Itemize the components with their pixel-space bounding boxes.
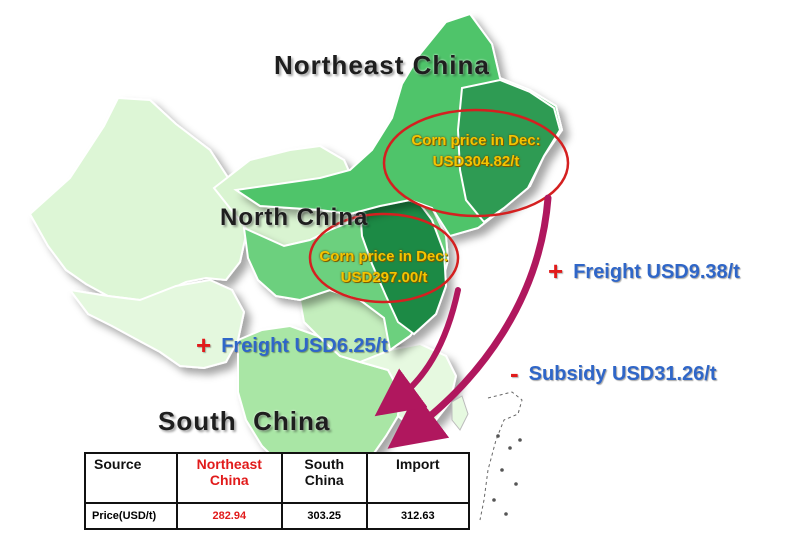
region-label-north: North China — [220, 204, 369, 231]
table-row-label: Price(USD/t) — [84, 502, 178, 530]
minus-sign: - — [510, 358, 519, 388]
table-row: Price(USD/t) 282.94 303.25 312.63 — [84, 502, 471, 530]
northeast-price-line2: USD304.82/t — [432, 153, 520, 170]
freight-north-text: Freight USD6.25/t — [221, 335, 388, 357]
subsidy-text: Subsidy USD31.26/t — [528, 363, 717, 385]
table-cell-northeast: 282.94 — [175, 502, 283, 530]
north-price-ellipse — [308, 212, 460, 304]
freight-arrow-northeast — [387, 194, 552, 449]
table-header-import: Import — [365, 452, 471, 504]
northeast-price-line1: Corn price in Dec: — [411, 132, 541, 149]
region-label-northeast: Northeast China — [274, 50, 490, 80]
region-label-south: South China — [158, 406, 331, 436]
northeast-china-regions — [233, 12, 564, 238]
price-comparison-table: Source Northeast China South China Impor… — [84, 452, 471, 530]
table-cell-import: 312.63 — [365, 502, 471, 530]
plus-sign: + — [548, 256, 564, 286]
table-header-row: Source Northeast China South China Impor… — [84, 452, 471, 504]
north-price-line2: USD297.00/t — [340, 269, 428, 286]
subsidy-line: -Subsidy USD31.26/t — [510, 358, 717, 389]
plus-sign: + — [196, 330, 212, 360]
table-cell-south: 303.25 — [280, 502, 368, 530]
west-china-regions — [28, 96, 362, 370]
freight-arrow-north — [374, 287, 461, 417]
freight-northeast-text: Freight USD9.38/t — [573, 261, 740, 283]
table-header-south: South China — [280, 452, 368, 504]
northeast-corn-price: Corn price in Dec: USD304.82/t — [392, 130, 560, 172]
north-price-line1: Corn price in Dec: — [319, 248, 449, 265]
table-header-northeast: Northeast China — [175, 452, 283, 504]
islands — [451, 391, 523, 521]
table-header-source: Source — [84, 452, 178, 504]
freight-north-line: + Freight USD6.25/t — [196, 330, 388, 361]
northeast-price-ellipse — [382, 108, 570, 218]
north-corn-price: Corn price in Dec: USD297.00/t — [300, 246, 468, 288]
freight-northeast-line: + Freight USD9.38/t — [548, 256, 740, 287]
